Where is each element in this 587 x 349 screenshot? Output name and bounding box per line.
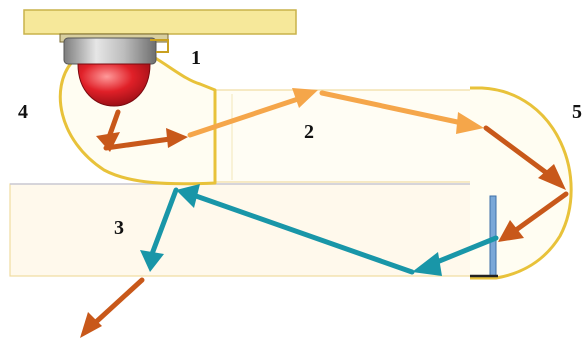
ray-led-down-head [96, 132, 120, 152]
ray-lower-return [193, 193, 415, 275]
ray-lower-left [429, 235, 499, 267]
upper-light-guide [214, 89, 472, 183]
ray-exit-out-head [80, 312, 102, 338]
led-connector [150, 39, 169, 53]
led-housing [63, 37, 157, 65]
ray-lower-return-head [176, 184, 200, 208]
ray-guide-rise [187, 96, 301, 138]
led-dome [77, 63, 151, 107]
label-4: 4 [18, 101, 28, 123]
ray-reflector-back-head [498, 220, 524, 242]
ray-reflector-down-head [538, 164, 566, 190]
label-3: 3 [114, 217, 124, 239]
ray-guide-rise-head [292, 88, 318, 108]
ray-bend-to-guide-head [166, 128, 188, 148]
ray-exit-out [93, 277, 145, 325]
ray-guide-fall [319, 90, 465, 126]
ray-exit-down [149, 187, 179, 257]
ray-reflector-back [513, 191, 569, 233]
ray-exit-down-head [140, 250, 164, 272]
label-1: 1 [191, 47, 201, 69]
label-5: 5 [572, 101, 582, 123]
ray-guide-fall-head [456, 112, 484, 134]
light-rays [80, 88, 569, 338]
label-2: 2 [304, 121, 314, 143]
ray-reflector-down [483, 125, 551, 177]
lower-light-guide [9, 183, 491, 277]
ray-lower-left-head [412, 252, 442, 276]
mounting-plate [23, 9, 297, 35]
ray-bend-to-guide [103, 136, 173, 151]
